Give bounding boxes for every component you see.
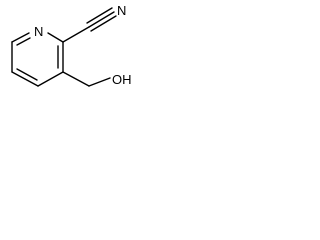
nitrile-nitrogen-label: N [117,3,126,18]
triple-bond-2 [86,7,113,24]
bond-n1-c2 [47,32,64,43]
hydroxyl-label: OH [112,72,132,87]
nitrile-group [62,7,117,43]
pyridine-ring [11,32,64,87]
bond-ch2-o [88,77,111,87]
triple-bond-3 [90,15,117,32]
bond-c4-c5-inner [16,68,38,81]
bond-c4-c5 [11,71,39,87]
bond-c6-n1 [11,32,30,43]
hydroxymethyl-group [62,71,111,87]
triple-bond-1 [88,11,115,28]
bond-c6-n1-inner [16,37,31,46]
bond-c2-cn [62,26,90,43]
chemical-structure: N N OH [11,3,132,87]
ring-nitrogen-label: N [34,24,43,39]
bond-c3-c4 [37,71,64,87]
bond-c3-ch2 [62,71,90,87]
